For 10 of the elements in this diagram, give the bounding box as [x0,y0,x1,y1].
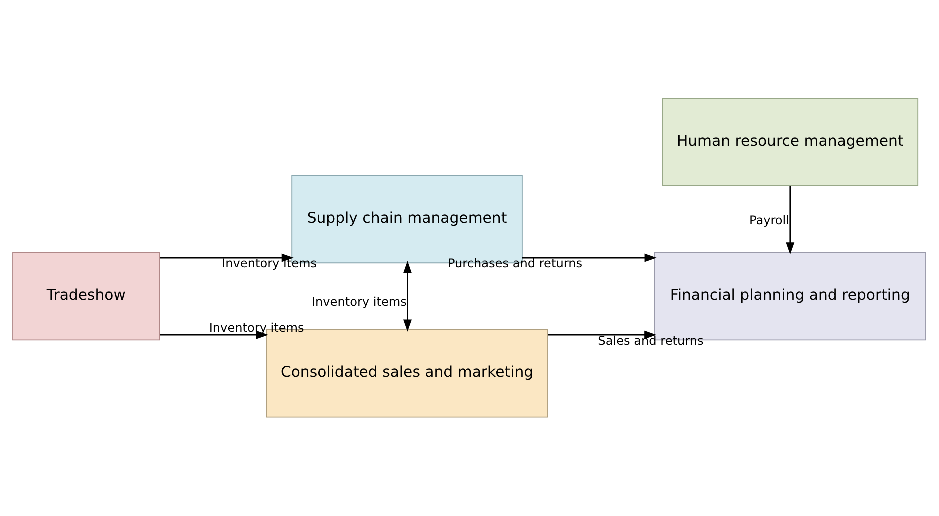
arrow [404,261,412,332]
node-box: Human resource management [662,98,919,186]
arrow [160,330,269,340]
edge-label: Inventory items [312,295,407,310]
arrow [548,330,657,340]
arrow [160,254,294,262]
arrow [522,254,657,262]
edge-label: Payroll [749,213,790,228]
node-box: Tradeshow [12,252,160,341]
arrow [786,186,795,255]
